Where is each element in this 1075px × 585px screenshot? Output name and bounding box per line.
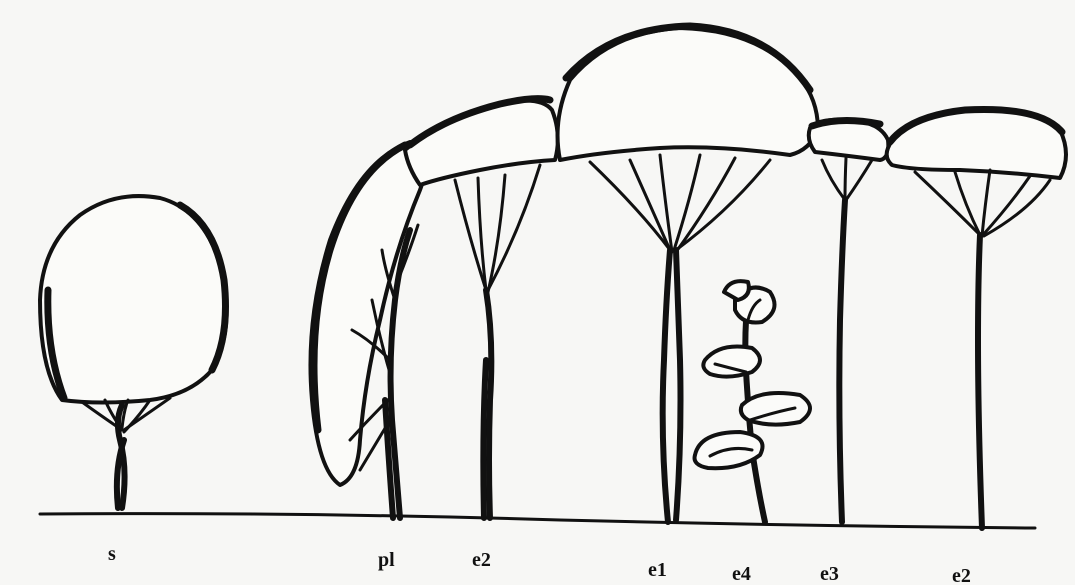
tree-e2-right: [887, 109, 1066, 528]
label-e2-right: e2: [952, 565, 971, 585]
tree-s-crown: [40, 196, 227, 402]
label-e2-left: e2: [472, 549, 491, 571]
label-e3: e3: [820, 563, 839, 585]
tree-e1-trunk: [663, 250, 670, 522]
tree-pl: [310, 142, 423, 518]
tree-e2-left: [405, 99, 558, 518]
label-s: s: [108, 543, 116, 565]
tree-e3-trunk: [839, 200, 845, 522]
label-e4: e4: [732, 563, 751, 585]
tree-s: [40, 196, 227, 508]
tree-e2-right-trunk: [978, 235, 982, 528]
tree-e1: [558, 26, 818, 522]
tree-e3: [809, 120, 889, 522]
tree-pl-crown: [310, 142, 423, 485]
label-pl: pl: [378, 549, 395, 571]
label-e1: e1: [648, 559, 667, 581]
tree-e2-left-crown: [405, 101, 558, 185]
ground-line: [40, 514, 1035, 528]
tree-e4: [695, 281, 810, 522]
